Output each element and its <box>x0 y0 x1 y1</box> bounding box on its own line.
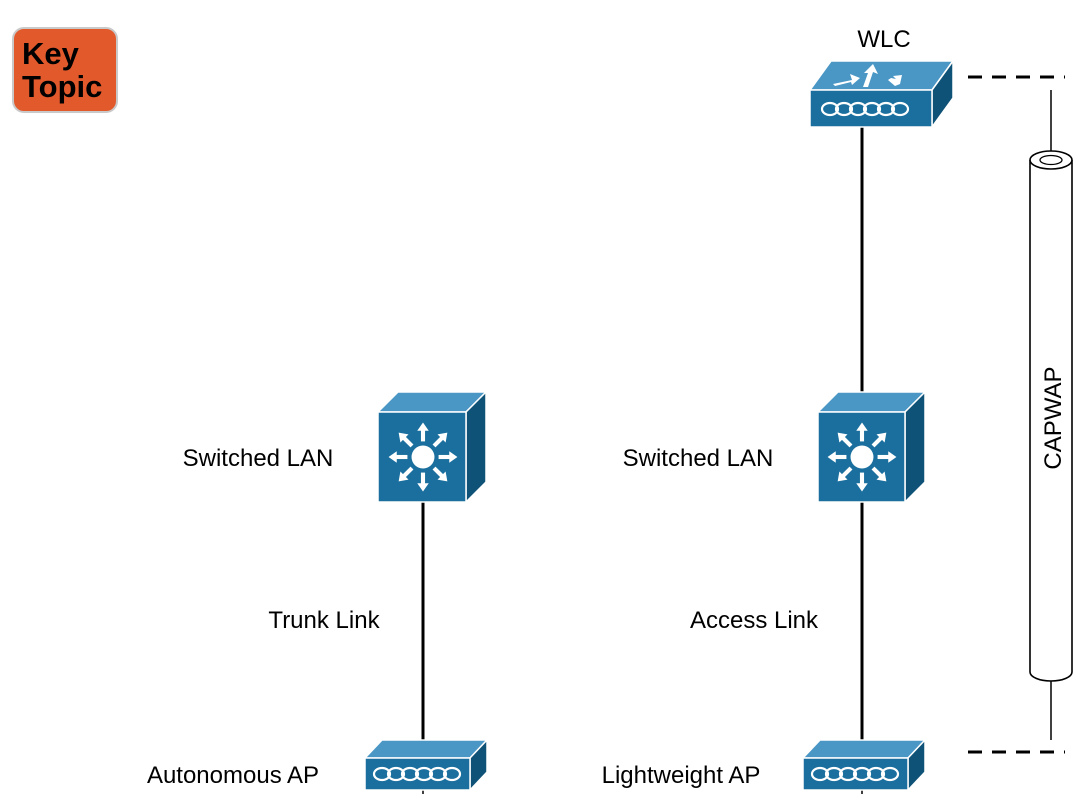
capwap-tunnel: CAPWAP <box>968 75 1073 754</box>
lightweight-ap-label: Lightweight AP <box>602 762 761 789</box>
badge-line-1: Key <box>22 36 80 71</box>
ap-ports-icon <box>810 766 900 782</box>
badge-line-2: Topic <box>22 69 102 104</box>
wlc-device <box>808 58 955 130</box>
capwap-label: CAPWAP <box>1040 366 1067 469</box>
wlc-label: WLC <box>857 26 910 53</box>
right-switch <box>816 390 927 504</box>
right-switch-arrows-icon <box>827 422 897 492</box>
tunnel-pipe-body <box>1029 160 1073 682</box>
tunnel-pipe-opening <box>1039 154 1063 166</box>
left-switch-arrows-icon <box>388 422 458 492</box>
autonomous-ap <box>363 738 489 792</box>
lightweight-ap <box>801 738 927 792</box>
wlc-arrows-icon <box>833 64 902 87</box>
key-topic-badge: Key Topic <box>12 27 118 113</box>
access-link-label: Access Link <box>690 607 819 634</box>
tunnel-pipe-cap <box>1029 150 1073 170</box>
right-switch-label: Switched LAN <box>623 445 774 472</box>
autonomous-ap-label: Autonomous AP <box>147 762 319 789</box>
left-switch-label: Switched LAN <box>183 445 334 472</box>
trunk-link-label: Trunk Link <box>268 607 380 634</box>
left-switch <box>376 390 488 504</box>
